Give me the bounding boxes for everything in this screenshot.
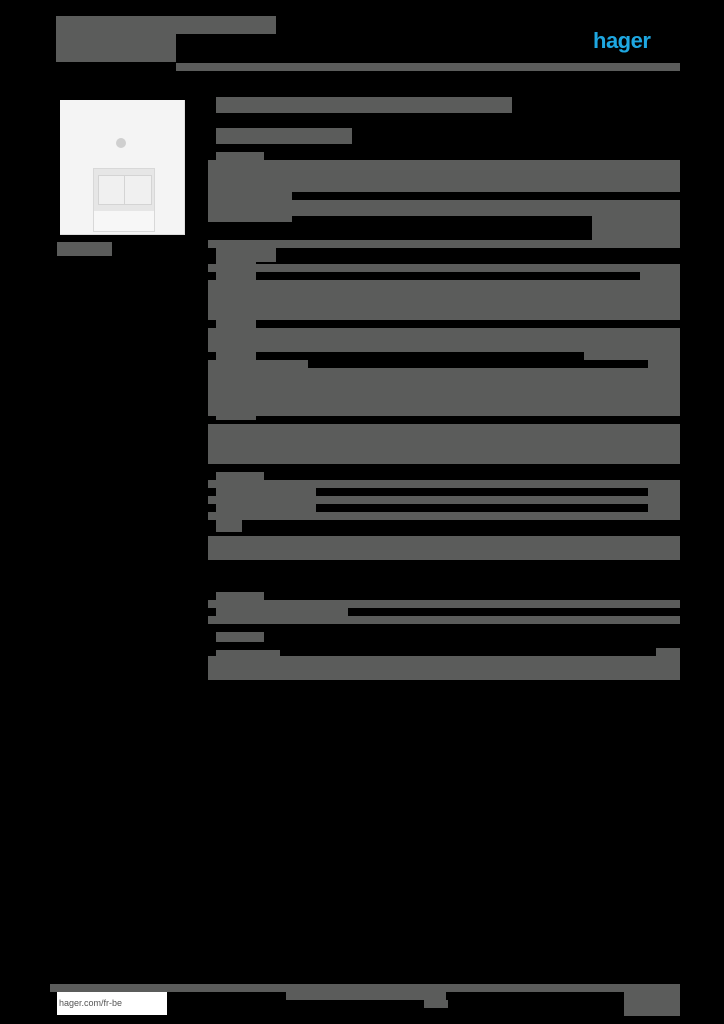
section-5-label xyxy=(216,608,348,616)
rj45-jack-right-icon xyxy=(124,175,152,205)
section-4-row-2-value xyxy=(648,504,680,512)
section-1-heading xyxy=(216,152,264,162)
section-2-row-1-value xyxy=(640,272,680,280)
section-4-row-2 xyxy=(208,496,680,504)
footer-center-text xyxy=(286,984,446,1000)
section-3-row-2 xyxy=(208,360,308,368)
section-3-row-1-value xyxy=(584,352,680,360)
footer-center-text-2 xyxy=(424,1000,448,1008)
section-6-value xyxy=(656,648,680,656)
section-6-label xyxy=(216,650,280,658)
section-1-divider xyxy=(208,240,680,248)
section-4-row-1 xyxy=(208,480,680,488)
product-title xyxy=(216,97,512,113)
logo-underline xyxy=(570,63,680,71)
section-1-value-2 xyxy=(592,216,680,240)
product-subtitle xyxy=(216,128,352,144)
section-2-row-1 xyxy=(208,264,680,272)
product-image xyxy=(60,100,185,235)
section-5-row-2 xyxy=(208,616,680,624)
screw-hole-icon xyxy=(116,138,126,148)
section-4-note xyxy=(216,520,242,532)
footer-page-info xyxy=(624,984,680,1016)
hager-logo: hager xyxy=(593,28,651,53)
section-3-row-2-value xyxy=(648,360,680,368)
section-1-row-2 xyxy=(208,200,680,216)
section-3-row-4 xyxy=(208,424,680,464)
section-4-row-3 xyxy=(208,512,680,520)
section-1-row-1 xyxy=(208,160,680,192)
section-3-divider xyxy=(208,460,680,464)
footer-website-link[interactable]: hager.com/fr-be xyxy=(57,992,167,1015)
product-image-caption xyxy=(57,242,112,256)
section-4-row-4 xyxy=(208,536,680,560)
section-5-row-1 xyxy=(208,600,680,608)
section-4-heading xyxy=(216,472,264,482)
section-3-row-1 xyxy=(208,328,680,352)
header-rule xyxy=(176,63,680,71)
section-4-row-1-value xyxy=(648,488,680,496)
header-title-line-1 xyxy=(56,16,276,34)
section-3-row-3 xyxy=(208,368,680,416)
header-title-line-2 xyxy=(56,34,176,62)
section-6-row-1 xyxy=(208,656,680,680)
section-6-heading xyxy=(216,632,264,642)
rj45-jack-left-icon xyxy=(98,175,126,205)
section-5-heading xyxy=(216,592,264,602)
section-2-row-2 xyxy=(208,280,680,320)
port-shelf xyxy=(94,211,154,231)
rj45-port-opening xyxy=(93,168,155,232)
